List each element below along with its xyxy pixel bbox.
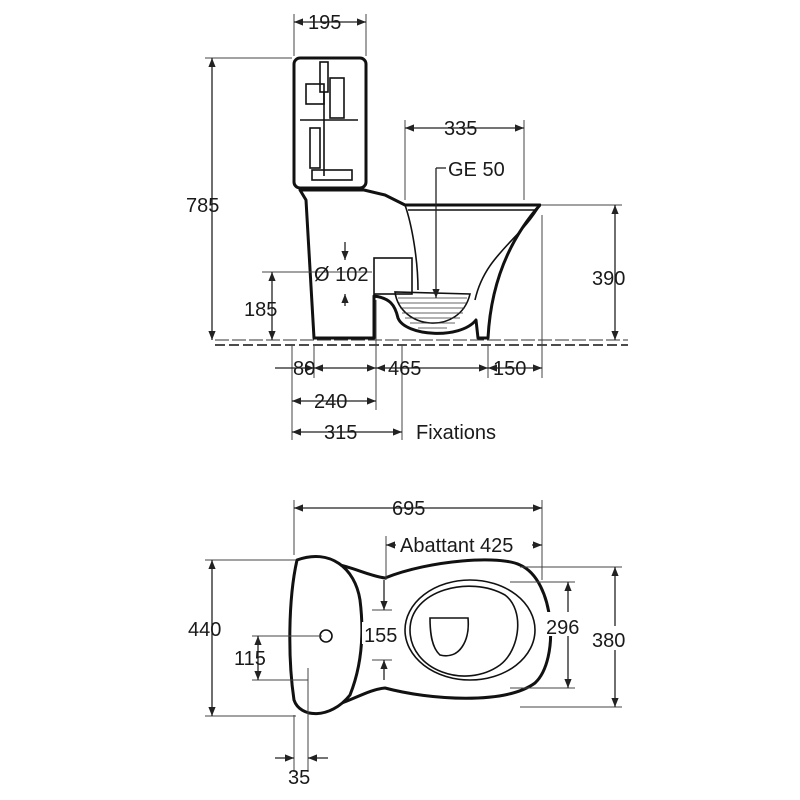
dim-296-label: 296 [546, 617, 579, 639]
dim-185: 185 [244, 272, 277, 340]
water-lines [398, 297, 467, 329]
dim-296: 296 [510, 581, 584, 689]
dim-440: 440 [188, 559, 296, 717]
dim-185-label: 185 [244, 299, 277, 321]
top-view: 695 Abattant 425 440 115 [188, 498, 634, 789]
dim-335: 335 [404, 118, 525, 200]
dim-195: 195 [293, 12, 367, 56]
dim-155: 155 [362, 580, 404, 680]
dim-115: 115 [234, 635, 322, 681]
dim-abattant: Abattant 425 [385, 530, 543, 580]
dim-695-label: 695 [392, 498, 425, 520]
dim-240: 240 [292, 391, 376, 413]
ge50-callout: GE 50 [432, 159, 505, 298]
cistern [292, 56, 368, 190]
fixations-label: Fixations [416, 422, 496, 444]
dim-390-label: 390 [592, 268, 625, 290]
ge50-label: GE 50 [448, 159, 505, 181]
dim-785-label: 785 [186, 195, 219, 217]
dim-465-label: 465 [388, 358, 421, 380]
dim-335-label: 335 [444, 118, 477, 140]
floor-line [215, 339, 628, 346]
dim-195-label: 195 [308, 12, 341, 34]
dim-380-label: 380 [592, 630, 625, 652]
dim-440-label: 440 [188, 619, 221, 641]
dim-785: 785 [186, 57, 292, 340]
dim-390: 390 [542, 204, 625, 340]
dim-35: 35 [275, 668, 328, 789]
dim-150-label: 150 [493, 358, 526, 380]
dim-315-label: 315 [324, 422, 357, 444]
dim-35-label: 35 [288, 767, 310, 789]
dim-155-label: 155 [364, 625, 397, 647]
dim-380: 380 [520, 566, 634, 708]
dim-240-label: 240 [314, 391, 347, 413]
dim-d102-label: Ø 102 [314, 264, 368, 286]
dim-row-80-465-150: 80 465 150 [275, 215, 543, 440]
dim-d102: Ø 102 [262, 242, 372, 306]
dim-115-label: 115 [234, 648, 266, 670]
side-view: 195 785 335 GE 50 390 [186, 12, 628, 444]
pan-top-outline [288, 554, 553, 716]
toilet-pan [298, 188, 542, 340]
dim-315: 315 Fixations [292, 422, 496, 444]
dim-80-label: 80 [293, 358, 315, 380]
abattant-label: Abattant 425 [400, 535, 513, 557]
